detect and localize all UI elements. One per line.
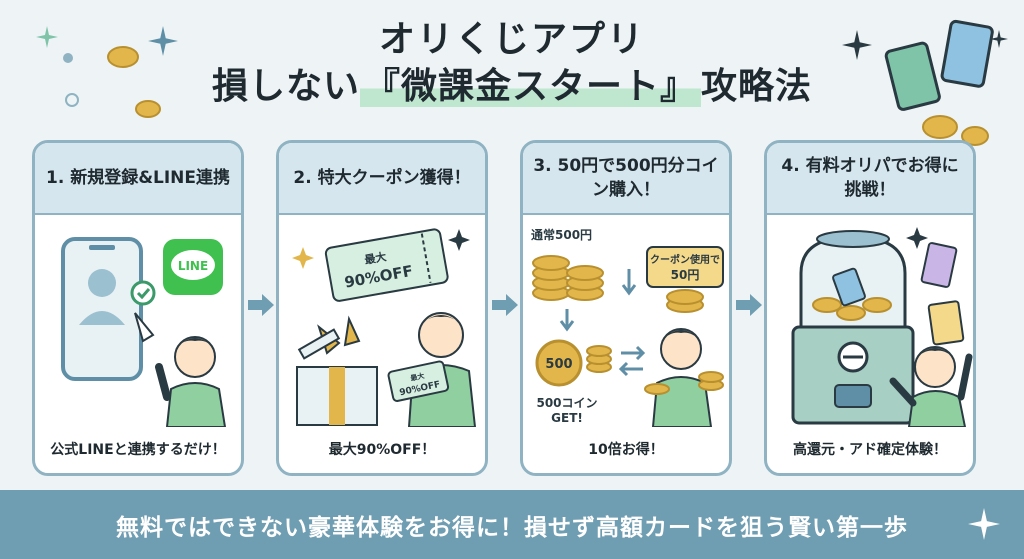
sparkle-icon (448, 229, 470, 251)
dot-icon (65, 93, 79, 107)
coupon-illustration: 最大 90%OFF 最大 90%OFF (292, 228, 477, 427)
coin-icon (135, 100, 161, 118)
check-icon (130, 280, 156, 306)
step-caption: 高還元・アド確定体験！ (793, 442, 947, 458)
arrow-right-icon (736, 294, 762, 316)
coin-icon (961, 126, 989, 146)
svg-text:最大: 最大 (363, 249, 387, 267)
page-title: オリくじアプリ 損しない『微課金スタート』攻略法 (0, 18, 1024, 112)
sparkle-icon (148, 26, 178, 56)
step-panel-4: 4. 有料オリパでお得に挑戦！ 高還元・アド確定体験！ (764, 140, 976, 476)
step-heading: 2. 特大クーポン獲得！ (279, 143, 485, 215)
person-icon (418, 312, 464, 358)
arrow-down-icon (621, 269, 637, 296)
step-caption: 公式LINEと連携するだけ！ (50, 442, 226, 458)
big-coin-icon (535, 339, 583, 387)
gacha-machine-illustration (791, 227, 973, 427)
line-badge-text: LINE (178, 259, 208, 273)
step-caption: 最大90%OFF！ (328, 442, 436, 458)
card-icon (927, 300, 965, 346)
svg-text:500: 500 (545, 357, 572, 372)
exchange-arrows-icon (618, 345, 646, 377)
svg-text:クーポン使用で: クーポン使用で (650, 253, 720, 266)
sparkle-icon (990, 30, 1008, 48)
gacha-base-icon (791, 325, 915, 425)
title-post: 攻略法 (701, 66, 813, 107)
coin-result-line1: 500コイン (536, 396, 597, 410)
sparkle-icon (842, 30, 872, 60)
sparkle-icon (906, 227, 928, 249)
title-highlight: 『微課金スタート』 (359, 66, 701, 107)
step-heading: 1. 新規登録&LINE連携 (35, 143, 241, 215)
title-pre: 損しない (211, 66, 360, 107)
svg-text:50円: 50円 (671, 268, 700, 282)
sparkle-icon (36, 26, 58, 48)
dot-icon (63, 53, 73, 63)
footer-text: 無料ではできない豪華体験をお得に！損せず高額カードを狙う賢い第一歩 (116, 514, 908, 541)
user-icon (88, 269, 116, 297)
cursor-hand-icon (134, 312, 155, 343)
sparkle-icon (292, 247, 314, 269)
footer-banner: 無料ではできない豪華体験をお得に！損せず高額カードを狙う賢い第一歩 (0, 490, 1024, 559)
title-line1: オリくじアプリ (378, 19, 645, 60)
coin-purchase-illustration: 通常500円 クーポン使用で 50円 500 500コイン GET! (531, 227, 724, 427)
coupon-ticket-icon: 最大 90%OFF (324, 228, 449, 302)
step-caption: 10倍お得！ (588, 442, 664, 458)
small-coupon-icon: 最大 90%OFF (387, 360, 450, 402)
sparkle-icon (968, 508, 1000, 540)
coin-icon (922, 115, 958, 139)
coupon-price-box (646, 246, 724, 288)
card-icon (940, 19, 994, 88)
step-panel-2: 2. 特大クーポン獲得！ 最大 90%OFF 最大 90%OFF 最大90%OF… (276, 140, 488, 476)
phone-icon (61, 237, 143, 381)
step-heading: 4. 有料オリパでお得に挑戦！ (767, 143, 973, 215)
person-icon (660, 328, 702, 370)
arrow-right-icon (492, 294, 518, 316)
phone-registration-illustration: LINE (61, 237, 227, 427)
coin-stack-icon (532, 255, 604, 301)
step-panel-3: 3. 50円で500円分コイン購入！ 通常500円 クーポン使用で 50円 50… (520, 140, 732, 476)
card-icon (920, 242, 958, 288)
coin-icon (107, 46, 139, 68)
title-line2: 損しない『微課金スタート』攻略法 (212, 62, 812, 112)
person-icon (174, 336, 216, 378)
step-panel-1: 1. 新規登録&LINE連携 LINE 公式LINEと連携するだけ！ (32, 140, 244, 476)
arrow-right-icon (248, 294, 274, 316)
svg-text:最大: 最大 (410, 371, 426, 383)
step-heading: 3. 50円で500円分コイン購入！ (523, 143, 729, 215)
person-icon (914, 346, 956, 388)
card-icon (884, 41, 941, 111)
normal-price-label: 通常500円 (531, 227, 592, 242)
card-icon (832, 267, 866, 307)
arrow-down-icon (559, 309, 575, 332)
coin-result-line2: GET! (551, 411, 583, 425)
